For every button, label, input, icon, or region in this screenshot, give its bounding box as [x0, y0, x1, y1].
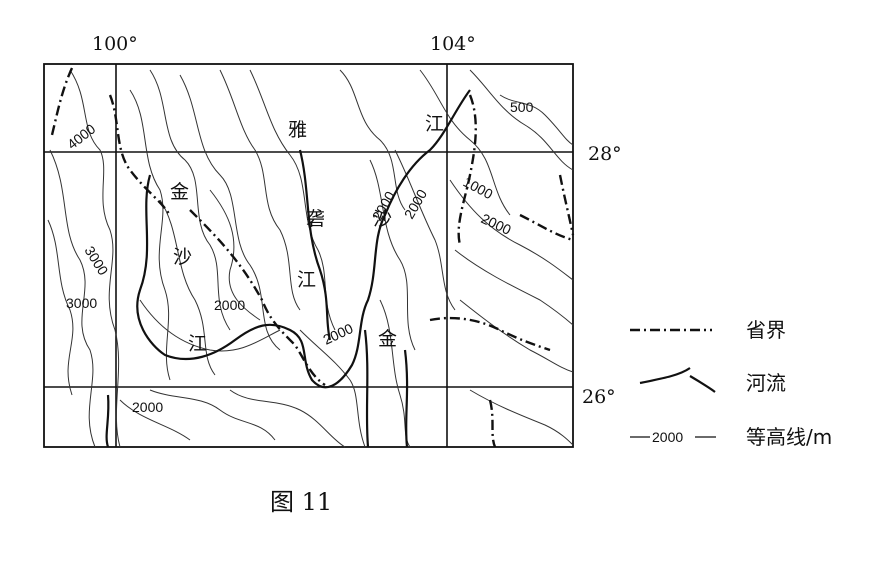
- longitude-label-100: 100°: [92, 33, 138, 55]
- latitude-label-26: 26°: [582, 386, 616, 408]
- legend-contour-label: 等高线/m: [746, 425, 832, 449]
- legend-river-symbol: [639, 367, 716, 393]
- longitude-label-104: 104°: [430, 33, 476, 55]
- river-label-yalong-ya: 雅: [288, 119, 307, 141]
- rivers: [105, 89, 471, 448]
- legend-province-label: 省界: [746, 318, 786, 342]
- contour-label: 500: [510, 99, 534, 115]
- river-label-jinsha-east-jiang: 江: [425, 113, 444, 135]
- river-label-yalong-long: 砻: [306, 208, 325, 230]
- river-label-jinsha-jin: 金: [170, 181, 189, 203]
- river-label-jinsha-sha: 沙: [173, 246, 192, 268]
- latitude-label-28: 28°: [588, 143, 622, 165]
- legend-river-label: 河流: [746, 371, 786, 395]
- river-label-jinsha-east-sha: 沙: [373, 208, 392, 230]
- contour-label: 2000: [132, 399, 163, 415]
- river-label-jinsha-jiang: 江: [188, 333, 207, 355]
- contour-label: 3000: [66, 295, 97, 311]
- map-frame: [43, 63, 574, 448]
- river-label-jinsha-east-jin: 金: [378, 328, 397, 350]
- legend: 省界 河流 2000 等高线/m: [630, 318, 832, 449]
- river-label-yalong-jiang: 江: [297, 269, 316, 291]
- legend-contour-sample: 2000: [652, 429, 683, 445]
- contour-label: 2000: [214, 297, 245, 313]
- figure-caption: 图 11: [270, 488, 332, 516]
- contour-lines: [47, 69, 574, 448]
- provincial-boundaries: [50, 67, 575, 448]
